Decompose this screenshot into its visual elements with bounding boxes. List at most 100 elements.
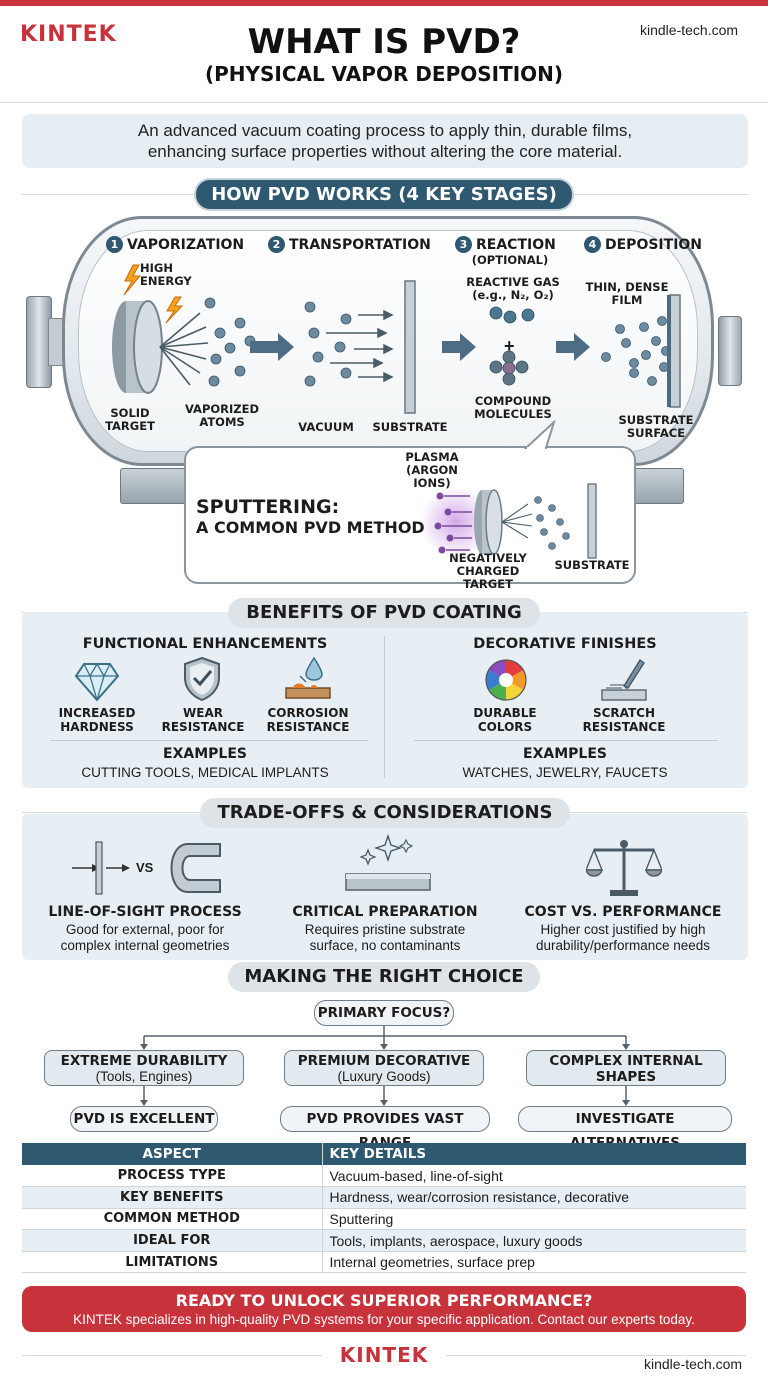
balance-scale-icon (586, 840, 662, 896)
label-line: NEGATIVELY (449, 551, 527, 565)
table-cell-aspect: IDEAL FOR (22, 1229, 323, 1252)
tradeoff-cost-title: COST VS. PERFORMANCE (524, 904, 722, 920)
label-line: (e.g., N₂, O₂) (472, 288, 554, 302)
compound-molecule-icon (489, 350, 529, 386)
benefits-divider (384, 636, 385, 778)
flow-arrow-icon (442, 333, 476, 361)
label-line: TARGET (105, 419, 155, 433)
label-line: ATOMS (199, 415, 245, 429)
substrate-surface-plate (669, 294, 681, 408)
vaporized-atoms-icon (204, 297, 256, 387)
option-premium-decorative: PREMIUM DECORATIVE (Luxury Goods) (284, 1050, 484, 1086)
shield-check-icon (184, 656, 220, 702)
table-cell-details: Sputtering (322, 1208, 746, 1231)
label-line: COMPOUND (474, 394, 552, 408)
primary-focus-node: PRIMARY FOCUS? (314, 1000, 454, 1026)
table-header-row: ASPECT KEY DETAILS (22, 1143, 746, 1165)
result-pvd-vast-range: PVD PROVIDES VAST RANGE (280, 1106, 490, 1151)
stage-title: DEPOSITION (605, 237, 703, 253)
table-cell-aspect: LIMITATIONS (22, 1251, 323, 1274)
cta-banner[interactable]: READY TO UNLOCK SUPERIOR PERFORMANCE? KI… (22, 1286, 746, 1332)
result-investigate-alternatives: INVESTIGATE ALTERNATIVES (518, 1106, 732, 1151)
table-cell-aspect: KEY BENEFITS (22, 1186, 323, 1209)
option-sub: (Tools, Engines) (95, 1069, 193, 1084)
label-line: SURFACE (626, 426, 686, 440)
choice-heading: MAKING THE RIGHT CHOICE (228, 962, 540, 992)
option-sub: (Luxury Goods) (337, 1069, 431, 1084)
examples-divider (414, 740, 718, 741)
sputter-substrate-plate (587, 483, 597, 559)
table-cell-details: Hardness, wear/corrosion resistance, dec… (322, 1186, 746, 1209)
label-line: ENERGY (140, 274, 192, 288)
vs-label: VS (136, 860, 154, 875)
label-line: (ARGON IONS) (406, 463, 458, 490)
caption-line: SCRATCH (592, 706, 656, 720)
callout-pointer (524, 420, 556, 450)
decorative-examples: WATCHES, JEWELRY, FAUCETS (462, 765, 668, 780)
column-header-aspect: ASPECT (22, 1143, 323, 1165)
sputtering-subtitle: A COMMON PVD METHOD (196, 518, 425, 537)
label-line: SUBSTRATE (618, 413, 694, 427)
label-line: REACTIVE GAS (466, 275, 560, 289)
page-subtitle: (PHYSICAL VAPOR DEPOSITION) (204, 62, 564, 86)
option-sub: SHAPES (595, 1069, 657, 1085)
curved-pipe-icon (170, 843, 221, 893)
caption-line: DURABLE (473, 706, 537, 720)
plasma-glow (420, 486, 492, 558)
label-line: FILM (611, 293, 643, 307)
intro-box: An advanced vacuum coating process to ap… (22, 114, 748, 168)
sputtering-callout (184, 446, 636, 584)
brand-logo: KINTEK (20, 22, 117, 47)
site-url[interactable]: kindle-tech.com (640, 22, 739, 38)
label-line: PLASMA (405, 450, 459, 464)
table-cell-details: Internal geometries, surface prep (322, 1251, 746, 1274)
option-title: PREMIUM DECORATIVE (297, 1053, 471, 1069)
desc-line: durability/performance needs (535, 938, 711, 953)
caption-line: WEAR (183, 706, 223, 720)
stage-number: 2 (268, 236, 285, 253)
top-accent-bar (0, 0, 768, 6)
substrate-label: SUBSTRATE (372, 420, 448, 434)
lightning-icon (165, 296, 184, 324)
label-line: SOLID (110, 406, 150, 420)
footer-site-url[interactable]: kindle-tech.com (644, 1356, 743, 1372)
stage-number: 4 (584, 236, 601, 253)
table-cell-details: Tools, implants, aerospace, luxury goods (322, 1229, 746, 1252)
caption-line: RESISTANCE (266, 720, 350, 734)
substrate-plate (404, 280, 416, 414)
color-wheel-icon (485, 659, 527, 701)
header-divider (0, 102, 768, 103)
footer-brand-logo: KINTEK (339, 1343, 429, 1367)
tradeoffs-heading: TRADE-OFFS & CONSIDERATIONS (200, 798, 570, 828)
reactive-gas-icon (489, 306, 535, 324)
preparation-sparkle-icon (345, 834, 431, 891)
option-extreme-durability: EXTREME DURABILITY (Tools, Engines) (44, 1050, 244, 1086)
option-title: EXTREME DURABILITY (60, 1053, 228, 1069)
label-line: THIN, DENSE (585, 280, 669, 294)
sputtering-illustration (420, 483, 597, 559)
reactive-gas-label: REACTIVE GAS(e.g., N₂, O₂) (460, 276, 566, 302)
caption-line: RESISTANCE (161, 720, 245, 734)
option-title: COMPLEX INTERNAL (549, 1053, 703, 1069)
flow-arrow-icon (556, 333, 590, 361)
sputtering-title: SPUTTERING: (196, 496, 340, 518)
diamond-icon (74, 662, 120, 702)
label-line: MOLECULES (474, 407, 552, 421)
